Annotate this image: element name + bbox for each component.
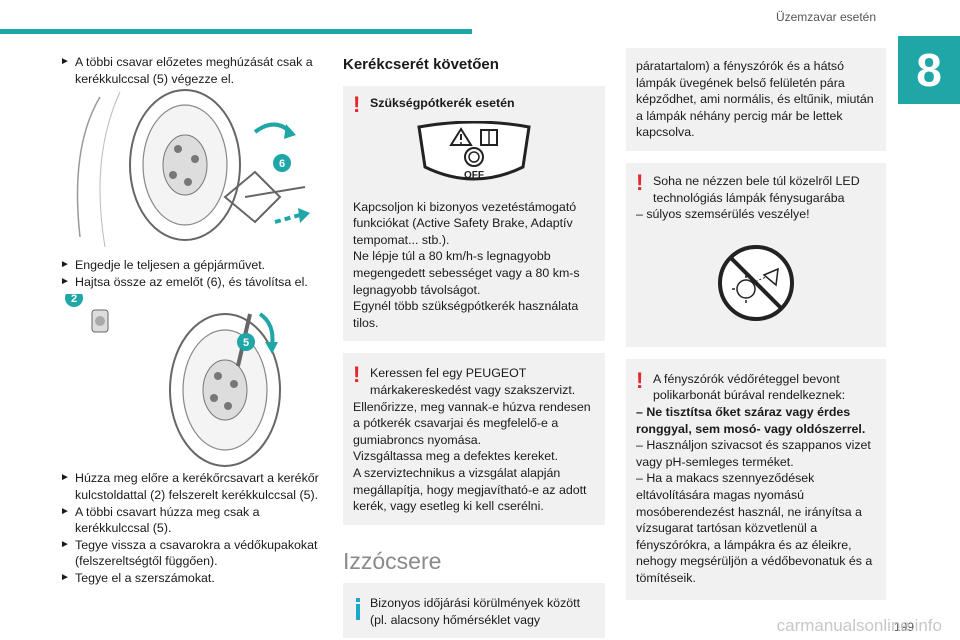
info-box-condensation: Bizonyos időjárási körülmények között (p… [343, 583, 605, 639]
step-text: A többi csavart húzza meg csak a kerékku… [75, 504, 260, 536]
warning-exclamation-icon: ! [636, 367, 644, 393]
arrow-right-icon: ► [60, 571, 70, 583]
warning-text: Keressen fel egy PEUGEOT márkakereskedés… [370, 366, 576, 397]
step-item: ► Engedje le teljesen a gépjárművet. [60, 257, 322, 274]
warning-text: Soha ne nézzen bele túl közelről LED tec… [653, 173, 860, 205]
step-text: Engedje le teljesen a gépjárművet. [75, 258, 266, 273]
warning-title: Szükségpótkerék esetén [370, 95, 515, 110]
figure-jack-lowering: 6 [60, 87, 322, 257]
step-text: Hajtsa össze az emelőt (6), és távolítsa… [75, 274, 308, 289]
page-number: 199 [893, 620, 914, 634]
warning-box-led: ! Soha ne nézzen bele túl közelről LED t… [626, 162, 886, 347]
arrow-right-icon: ► [60, 275, 70, 287]
off-indicator-text: OFF [464, 170, 484, 181]
section-heading: Kerékcserét követően [343, 56, 499, 73]
info-box-condensation-cont: páratartalom) a fényszórók és a hátsó lá… [626, 48, 886, 151]
warning-text: – Használjon szivacsot és szappanos vize… [636, 438, 871, 469]
header-accent-bar [0, 29, 472, 34]
dashboard-indicator-illustration: OFF [417, 120, 531, 181]
watermark: carmanualsonline.info [776, 616, 942, 635]
step-item: ► Húzza meg előre a kerékőrcsavart a ker… [60, 470, 322, 503]
warning-text: Ne lépje túl a 80 km/h-s legnagyobb mege… [353, 249, 580, 297]
step-item: ► Tegye el a szerszámokat. [60, 570, 322, 587]
section-heading-bulb: Izzócsere [343, 547, 442, 574]
step-text: A többi csavar előzetes meghúzását csak … [75, 55, 313, 86]
warning-box-spare-wheel: ! Szükségpótkerék esetén OFF [343, 85, 605, 342]
figure-bolt-tightening: 2 5 [60, 289, 322, 470]
warning-text: – Ha a makacs szennyeződések eltávolítás… [636, 471, 873, 585]
warning-text: Egynél több szükségpótkerék használata t… [353, 299, 579, 330]
led-warning-figure [636, 243, 876, 323]
warning-exclamation-icon: ! [353, 362, 361, 388]
arrow-right-icon: ► [60, 505, 70, 517]
column-2: Kerékcserét követően ! Szükségpótkerék e… [343, 56, 605, 640]
info-text: páratartalom) a fényszórók és a hátsó lá… [636, 59, 874, 140]
step-text: Tegye el a szerszámokat. [75, 570, 215, 585]
column-1: ► A többi csavar előzetes meghúzását csa… [60, 54, 322, 587]
step-item: ► A többi csavar előzetes meghúzását csa… [60, 54, 322, 87]
arrow-right-icon: ► [60, 538, 70, 550]
warning-text: Kapcsoljon ki bizonyos vezetéstámogató f… [353, 199, 577, 247]
info-icon [353, 595, 370, 628]
warning-box-service: ! Keressen fel egy PEUGEOT márkakeresked… [343, 353, 605, 525]
section-title: Üzemzavar esetén [775, 10, 876, 24]
warning-box-headlamp-care: ! A fényszórók védőréteggel bevont polik… [626, 358, 886, 601]
warning-exclamation-icon: ! [636, 169, 644, 195]
warning-text: A fényszórók védőréteggel bevont polikar… [653, 371, 846, 403]
arrow-right-icon: ► [60, 259, 70, 271]
no-look-led-icon [718, 244, 794, 321]
wheel-wrench-illustration: 2 5 [65, 289, 281, 468]
warning-exclamation-icon: ! [353, 91, 361, 117]
warning-text: – súlyos szemsérülés veszélye! [636, 207, 810, 222]
callout-5: 5 [243, 337, 249, 349]
arrow-right-icon: ► [60, 472, 70, 484]
step-item: ► Tegye vissza a csavarokra a védőkupako… [60, 537, 322, 570]
jack-illustration: 6 [76, 89, 310, 248]
warning-text: Vizsgáltassa meg a defektes kereket. [353, 449, 559, 464]
warning-text: – Ne tisztítsa őket száraz vagy érdes ro… [636, 404, 866, 436]
step-text: Húzza meg előre a kerékőrcsavart a kerék… [75, 471, 319, 502]
dashboard-indicator-figure: OFF [353, 120, 595, 185]
column-3: páratartalom) a fényszórók és a hátsó lá… [626, 48, 886, 612]
callout-2: 2 [71, 294, 77, 305]
manual-book-icon [480, 128, 498, 146]
warning-text: Ellenőrizze, meg vannak-e húzva rendesen… [353, 399, 591, 447]
step-item: ► Hajtsa össze az emelőt (6), és távolít… [60, 274, 322, 291]
warning-triangle-icon [449, 126, 473, 146]
chapter-tab: 8 [898, 36, 960, 104]
info-text: Bizonyos időjárási körülmények között (p… [370, 596, 581, 627]
step-item: ► A többi csavart húzza meg csak a kerék… [60, 504, 322, 537]
warning-text: A szerviztechnikus a vizsgálat alapján m… [353, 465, 587, 514]
step-text: Tegye vissza a csavarokra a védőkupakoka… [75, 537, 318, 569]
arrow-right-icon: ► [60, 56, 70, 67]
callout-6: 6 [279, 158, 285, 170]
